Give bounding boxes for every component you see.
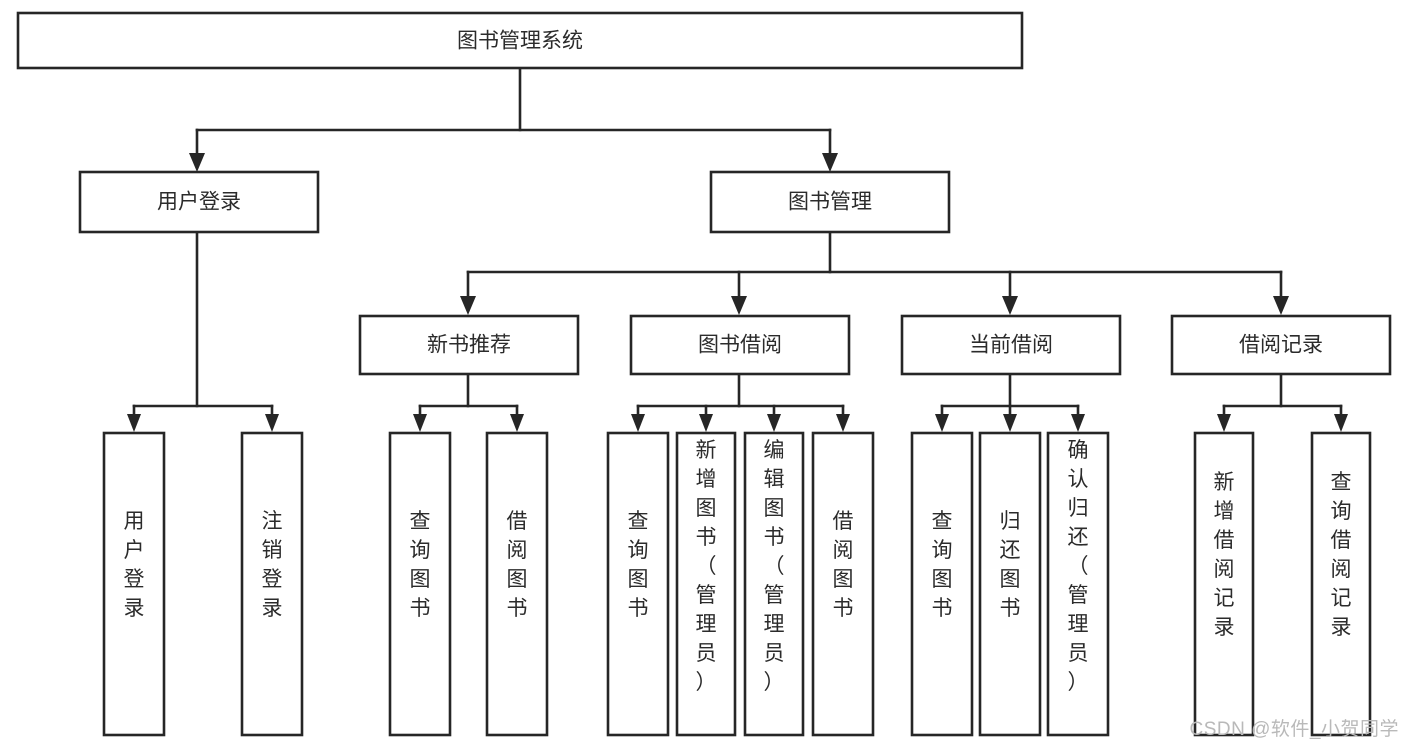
node-book-borrow-box[interactable] <box>629 314 851 376</box>
node-leaf-borrow-book-1-box[interactable] <box>485 431 549 737</box>
node-leaf-query-book-2-box[interactable] <box>606 431 670 737</box>
node-leaf-query-book-1[interactable]: 查询图书 <box>388 431 452 737</box>
csdn-watermark: CSDN @软件_小贺同学 <box>1189 719 1399 740</box>
arrow-head-leaf-confirm-return <box>1071 414 1085 432</box>
arrow-head-leaf-add-record <box>1217 414 1231 432</box>
node-leaf-logout-login-label: 注销登录 <box>262 510 283 620</box>
node-leaf-borrow-book-2-label: 借阅图书 <box>833 510 854 620</box>
node-leaf-user-login-label: 用户登录 <box>124 510 145 620</box>
node-current-borrow[interactable]: 当前借阅 <box>900 314 1122 376</box>
node-book-management-label: 图书管理 <box>788 191 872 214</box>
arrow-head-book-borrow <box>731 296 747 315</box>
arrow-head-leaf-borrow-book-2 <box>836 414 850 432</box>
node-leaf-add-record-label: 新增借阅记录 <box>1214 471 1235 639</box>
arrow-head-leaf-user-login <box>127 414 141 432</box>
arrow-head-current-borrow <box>1002 296 1018 315</box>
node-root-label: 图书管理系统 <box>457 30 583 53</box>
node-leaf-query-book-2-label: 查询图书 <box>628 510 649 620</box>
node-leaf-return-book[interactable]: 归还图书 <box>978 431 1042 737</box>
node-leaf-add-record[interactable]: 新增借阅记录 <box>1193 431 1255 737</box>
node-leaf-user-login[interactable]: 用户登录 <box>102 431 166 737</box>
node-leaf-user-login-box[interactable] <box>102 431 166 737</box>
node-borrow-record[interactable]: 借阅记录 <box>1170 314 1392 376</box>
node-current-borrow-box[interactable] <box>900 314 1122 376</box>
node-new-book-recommend[interactable]: 新书推荐 <box>358 314 580 376</box>
node-leaf-query-record-box[interactable] <box>1310 431 1372 737</box>
node-leaf-borrow-book-1-label: 借阅图书 <box>507 510 528 620</box>
node-book-management-box[interactable] <box>709 170 951 234</box>
arrow-head-new-book-recommend <box>460 296 476 315</box>
node-user-login-box[interactable] <box>78 170 320 234</box>
arrow-head-leaf-return-book <box>1003 414 1017 432</box>
connector-group-root-to-level1 <box>189 66 838 172</box>
connector-group-user-login-to-leaves <box>127 230 279 432</box>
node-leaf-return-book-label: 归还图书 <box>1000 510 1021 620</box>
node-leaf-query-record[interactable]: 查询借阅记录 <box>1310 431 1372 737</box>
node-leaf-query-book-2[interactable]: 查询图书 <box>606 431 670 737</box>
node-leaf-logout-login-box[interactable] <box>240 431 304 737</box>
node-leaf-query-record-label: 查询借阅记录 <box>1331 471 1352 639</box>
arrow-head-leaf-borrow-book-1 <box>510 414 524 432</box>
node-leaf-borrow-book-2[interactable]: 借阅图书 <box>811 431 875 737</box>
arrow-head-leaf-query-book-3 <box>935 414 949 432</box>
arrow-head-leaf-query-record <box>1334 414 1348 432</box>
node-borrow-record-label: 借阅记录 <box>1239 334 1323 357</box>
node-root-box[interactable] <box>16 11 1024 70</box>
node-leaf-confirm-return-label: 确认归还（管理员） <box>1068 439 1089 694</box>
arrow-head-leaf-add-book <box>699 414 713 432</box>
node-new-book-recommend-label: 新书推荐 <box>427 334 511 357</box>
node-new-book-recommend-box[interactable] <box>358 314 580 376</box>
node-leaf-edit-book[interactable]: 编辑图书（管理员） <box>743 431 805 737</box>
arrow-head-leaf-edit-book <box>767 414 781 432</box>
arrow-head-leaf-logout-login <box>265 414 279 432</box>
connector-group-current-borrow-to-leaves <box>935 372 1085 432</box>
node-leaf-add-book-box[interactable] <box>675 431 737 737</box>
node-leaf-add-book-label: 新增图书（管理员） <box>696 439 717 694</box>
arrow-head-user-login <box>189 153 205 172</box>
node-user-login[interactable]: 用户登录 <box>78 170 320 234</box>
connector-group-book-management-to-level2 <box>460 230 1289 315</box>
node-leaf-add-book[interactable]: 新增图书（管理员） <box>675 431 737 737</box>
node-root[interactable]: 图书管理系统 <box>16 11 1024 70</box>
node-leaf-query-book-1-label: 查询图书 <box>410 510 431 620</box>
arrow-head-borrow-record <box>1273 296 1289 315</box>
arrow-head-leaf-query-book-2 <box>631 414 645 432</box>
connector-group-borrow-record-to-leaves <box>1217 372 1348 432</box>
node-book-borrow-label: 图书借阅 <box>698 334 782 357</box>
arrow-head-leaf-query-book-1 <box>413 414 427 432</box>
node-leaf-query-book-3-box[interactable] <box>910 431 974 737</box>
node-borrow-record-box[interactable] <box>1170 314 1392 376</box>
node-leaf-edit-book-label: 编辑图书（管理员） <box>764 439 785 694</box>
node-current-borrow-label: 当前借阅 <box>969 334 1053 357</box>
node-user-login-label: 用户登录 <box>157 191 241 214</box>
connector-group-book-borrow-to-leaves <box>631 372 850 432</box>
node-leaf-logout-login[interactable]: 注销登录 <box>240 431 304 737</box>
node-leaf-add-record-box[interactable] <box>1193 431 1255 737</box>
node-leaf-return-book-box[interactable] <box>978 431 1042 737</box>
connector-group-new-book-recommend-to-leaves <box>413 372 524 432</box>
arrow-head-book-management <box>822 153 838 172</box>
node-leaf-confirm-return[interactable]: 确认归还（管理员） <box>1046 431 1110 737</box>
node-leaf-query-book-1-box[interactable] <box>388 431 452 737</box>
node-leaf-borrow-book-2-box[interactable] <box>811 431 875 737</box>
node-leaf-edit-book-box[interactable] <box>743 431 805 737</box>
node-book-borrow[interactable]: 图书借阅 <box>629 314 851 376</box>
node-leaf-query-book-3[interactable]: 查询图书 <box>910 431 974 737</box>
node-leaf-borrow-book-1[interactable]: 借阅图书 <box>485 431 549 737</box>
node-leaf-confirm-return-box[interactable] <box>1046 431 1110 737</box>
node-book-management[interactable]: 图书管理 <box>709 170 951 234</box>
node-leaf-query-book-3-label: 查询图书 <box>932 510 953 620</box>
